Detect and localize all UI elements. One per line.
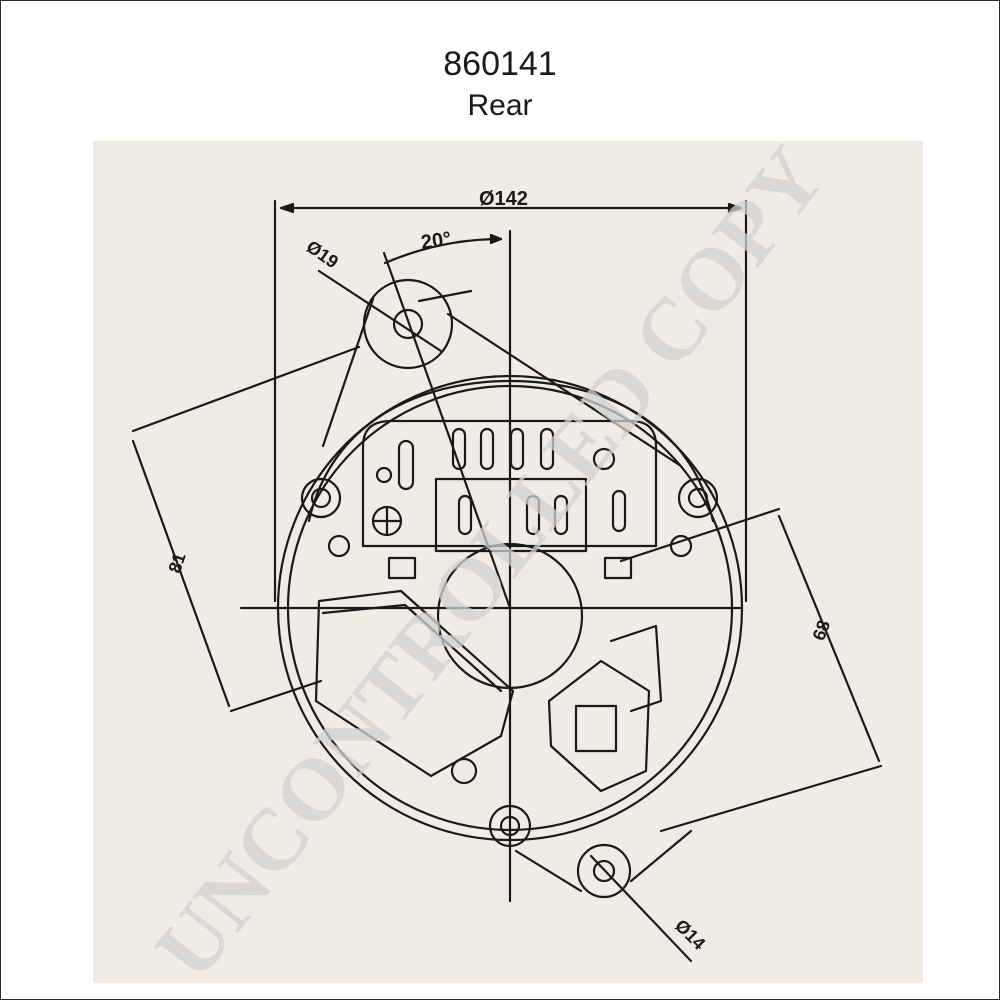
- bottom-boss-hole: [499, 815, 521, 837]
- view-label: Rear: [467, 89, 533, 122]
- regulator-inner-edge: [321, 603, 503, 693]
- bottom-mounting-hole: [592, 859, 616, 883]
- regulator-housing: [314, 589, 515, 778]
- angle-label: 20°: [420, 228, 453, 254]
- top-hole-leader: [317, 269, 443, 353]
- plug-latch: [609, 624, 663, 713]
- part-number: 860141: [443, 45, 557, 83]
- bottom-ear-outline: [514, 829, 693, 893]
- rectifier-plate: [361, 419, 658, 548]
- left-extension-upper: [131, 345, 361, 433]
- diode-slot: [553, 494, 569, 536]
- left-tab: [387, 556, 417, 580]
- right-boss: [677, 477, 719, 519]
- regulator-frame: [434, 477, 588, 553]
- overall-width-label: Ø142: [479, 188, 528, 210]
- terminal-dot: [375, 466, 393, 484]
- diode-slot: [451, 427, 467, 471]
- angle-arrow: [489, 233, 503, 245]
- drawing-area: [93, 141, 923, 983]
- top-mounting-ear: [362, 278, 454, 370]
- diode-slot: [611, 489, 627, 533]
- left-extension-lower: [229, 679, 323, 713]
- b-plus-cross: [371, 505, 403, 537]
- plug-socket: [574, 704, 618, 753]
- diode-slot: [509, 427, 525, 471]
- housing-outer-ring: [276, 374, 744, 842]
- left-span-label: 81: [164, 550, 189, 575]
- upper-right-terminal: [592, 447, 616, 471]
- top-ear-arm-outline: [321, 289, 683, 468]
- right-extension-lower: [659, 764, 883, 833]
- right-extension-upper: [619, 507, 781, 563]
- left-screw: [327, 534, 351, 558]
- diode-slot: [479, 427, 495, 471]
- housing-inner-ring: [286, 384, 734, 832]
- right-screw: [669, 534, 693, 558]
- left-boss: [300, 477, 342, 519]
- right-boss-hole: [687, 487, 709, 509]
- right-dimension-line: [777, 514, 881, 763]
- left-boss-hole: [310, 487, 332, 509]
- top-hole-label: Ø19: [303, 236, 342, 272]
- diode-slot: [525, 494, 541, 536]
- plug-connector: [547, 659, 651, 793]
- bottom-mounting-ear: [576, 843, 632, 899]
- diode-slot: [457, 494, 473, 536]
- housing-upper-band: [307, 379, 715, 523]
- bottom-boss: [488, 804, 532, 848]
- diode-slot: [539, 427, 555, 471]
- angle-arc: [383, 237, 503, 265]
- left-dimension-line: [131, 439, 231, 708]
- angle-construction-line: [382, 251, 512, 610]
- top-mounting-hole: [392, 308, 424, 340]
- bottom-hole-label: Ø14: [671, 915, 709, 953]
- lower-left-screw: [450, 757, 478, 785]
- bottom-hole-leader: [589, 854, 693, 963]
- right-tab: [603, 556, 633, 580]
- overall-dimension-arrows: [279, 202, 743, 214]
- terminal-slot: [397, 439, 415, 491]
